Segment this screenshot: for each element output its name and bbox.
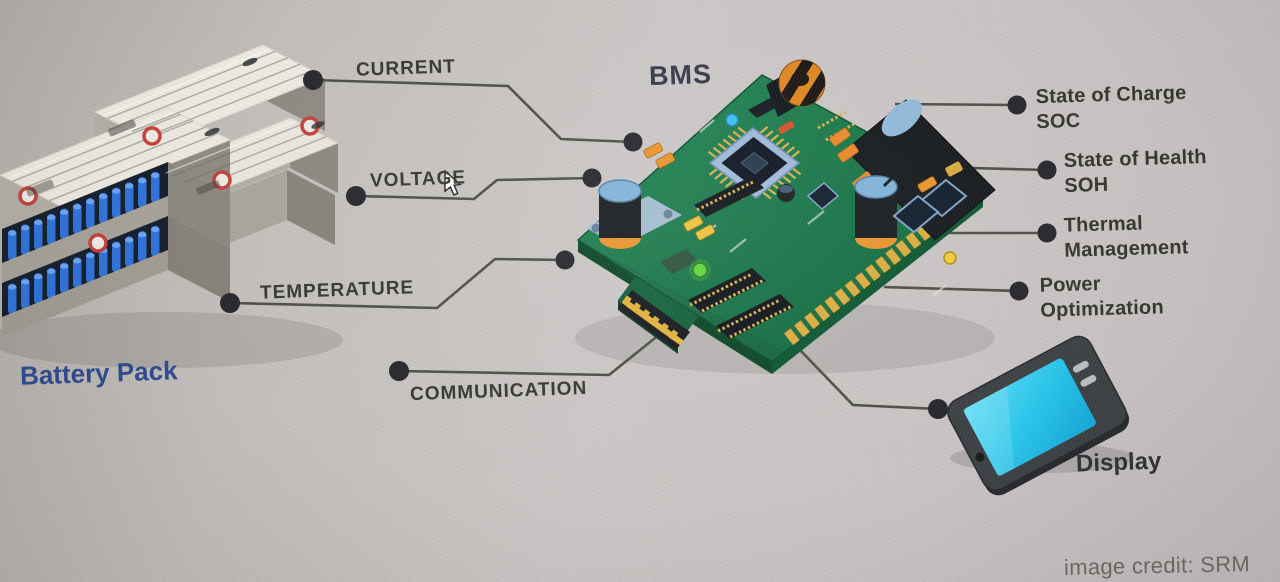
image-credit: image credit: SRM — [1063, 551, 1251, 580]
connector-temperature — [220, 250, 575, 313]
capacitor-right — [854, 168, 902, 249]
dip-chips — [688, 268, 794, 339]
label-line2: SOH — [1064, 173, 1109, 197]
connector-current — [303, 70, 643, 152]
label-state-of-health: State of Health SOH — [1063, 145, 1207, 199]
microcontroller-chip — [707, 126, 802, 200]
display-phone-illustration — [947, 335, 1130, 496]
label-power-optimization: Power Optimization — [1039, 270, 1164, 323]
label-thermal-management: Thermal Management — [1063, 210, 1189, 263]
label-state-of-charge: State of Charge SOC — [1035, 81, 1187, 135]
connector-display — [799, 349, 948, 419]
connector-voltage — [346, 168, 602, 206]
bms-title: BMS — [648, 58, 713, 92]
label-voltage: VOLTAGE — [369, 167, 467, 192]
label-line1: Thermal — [1063, 212, 1144, 237]
connector-power — [883, 281, 1029, 301]
label-line1: State of Charge — [1035, 81, 1187, 109]
battery-pack-label: Battery Pack — [19, 355, 179, 391]
label-line2: Management — [1064, 236, 1189, 262]
small-components — [643, 97, 963, 274]
label-line2: Optimization — [1040, 296, 1165, 322]
label-current: CURRENT — [355, 56, 457, 81]
label-line1: Power — [1039, 273, 1101, 297]
capacitor-left — [586, 179, 682, 249]
label-line2: SOC — [1036, 109, 1081, 134]
label-line1: State of Health — [1063, 146, 1207, 172]
battery-details — [26, 57, 325, 197]
bms-board-illustration — [576, 59, 996, 374]
connector-lines — [220, 70, 1057, 419]
board-connectors-leds — [689, 178, 968, 281]
cursor-icon — [444, 169, 462, 196]
connector-thermal — [937, 223, 1057, 243]
battery-pack-illustration — [0, 44, 340, 337]
phone-camera-dot — [975, 452, 985, 462]
display-label: Display — [1075, 447, 1162, 478]
